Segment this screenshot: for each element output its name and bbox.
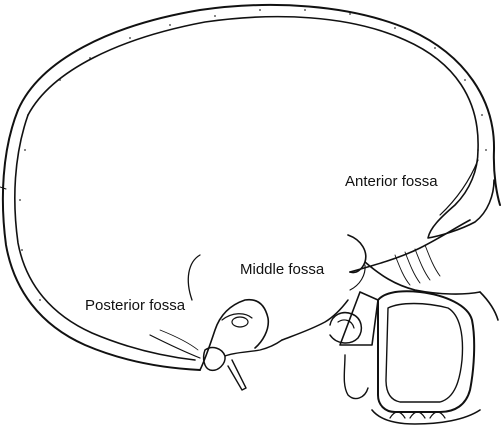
jugular-process bbox=[202, 346, 226, 372]
orbital-roof bbox=[364, 261, 481, 295]
middle-fossa-floor bbox=[187, 254, 201, 301]
label-middle-fossa: Middle fossa bbox=[240, 261, 325, 278]
styloid-process bbox=[227, 359, 247, 391]
petrous-ridge bbox=[199, 298, 270, 371]
left-edge-tick bbox=[0, 186, 7, 190]
clivus bbox=[281, 299, 349, 341]
frontal-sinus bbox=[427, 149, 495, 239]
internal-acoustic-meatus bbox=[231, 316, 249, 328]
occipital-outer bbox=[1, 109, 201, 371]
occipital-inner bbox=[14, 114, 196, 361]
maxilla-base bbox=[371, 409, 481, 425]
label-anterior-fossa: Anterior fossa bbox=[345, 173, 438, 190]
orbit-outline bbox=[377, 290, 476, 413]
skull-inner-table bbox=[27, 15, 479, 151]
skull-outer-table bbox=[17, 3, 501, 206]
diploe-texture bbox=[19, 9, 487, 341]
posterior-fossa-floor bbox=[149, 334, 201, 359]
sella-turcica bbox=[329, 311, 363, 344]
lesser-sphenoid-wing bbox=[347, 234, 367, 274]
label-posterior-fossa: Posterior fossa bbox=[85, 297, 186, 314]
nasal-bone bbox=[479, 291, 499, 321]
